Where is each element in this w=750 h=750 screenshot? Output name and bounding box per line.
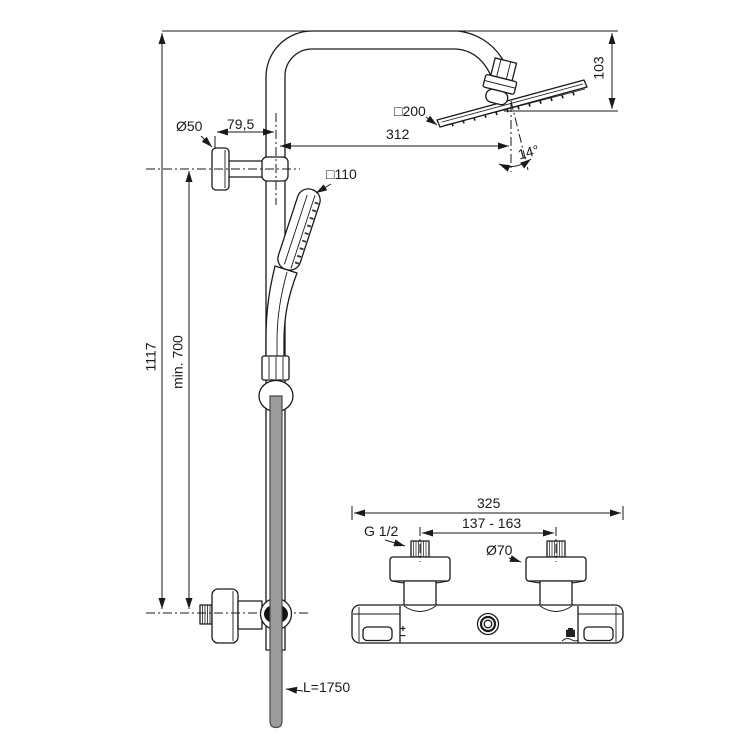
leader-sq200 [425,115,438,126]
escutcheon-right [525,556,587,582]
inlet-neck-left [403,580,437,608]
angle-arc-14 [498,158,532,172]
inlet-thread-hatch [413,541,563,557]
extension-325 [351,506,624,520]
leader-o70 [508,555,522,563]
hand-shower [261,188,321,381]
head-tilted-axis [510,100,529,171]
swivel-joint [482,57,518,106]
temp-handle-button [583,626,614,642]
leader-o50 [200,135,213,148]
shower-hose [269,395,283,729]
leader-g12 [384,539,406,547]
shower-column-pipe [265,30,509,651]
escutcheon-left [389,556,451,582]
hand-shower-nut [261,355,290,381]
center-cap [476,612,500,636]
flow-handle-button [362,626,393,642]
inlet-neck-right [539,580,573,608]
dimension-lines [158,30,624,694]
leader-sq110 [315,183,332,194]
centerlines [146,100,557,562]
thread-hatch [202,605,211,624]
thermostatic-mixer [351,540,624,644]
wall-bracket-lower [199,588,263,644]
safety-icon [561,628,579,642]
leader-hose-length [285,686,304,694]
spray-nozzle-ticks [451,92,575,127]
